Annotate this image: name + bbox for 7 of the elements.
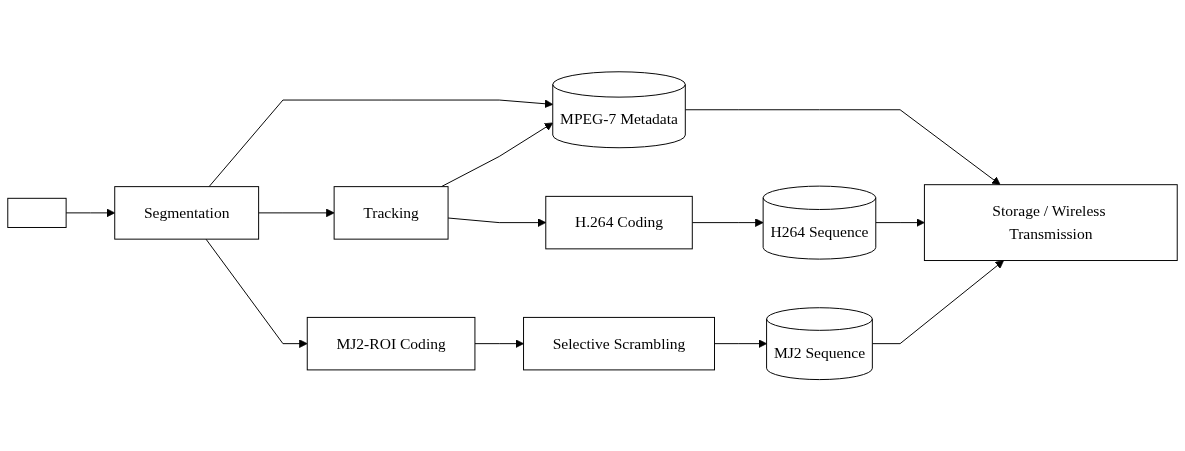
node-box: Segmentation bbox=[114, 185, 260, 240]
node-box: MJ2-ROI Coding bbox=[306, 316, 476, 371]
node-box: Tracking bbox=[333, 185, 449, 240]
node-box: Selective Scrambling bbox=[523, 316, 715, 371]
node-box: Storage / Wireless Transmission bbox=[923, 184, 1178, 261]
node-box bbox=[7, 197, 67, 228]
node-box: H.264 Coding bbox=[545, 195, 693, 250]
